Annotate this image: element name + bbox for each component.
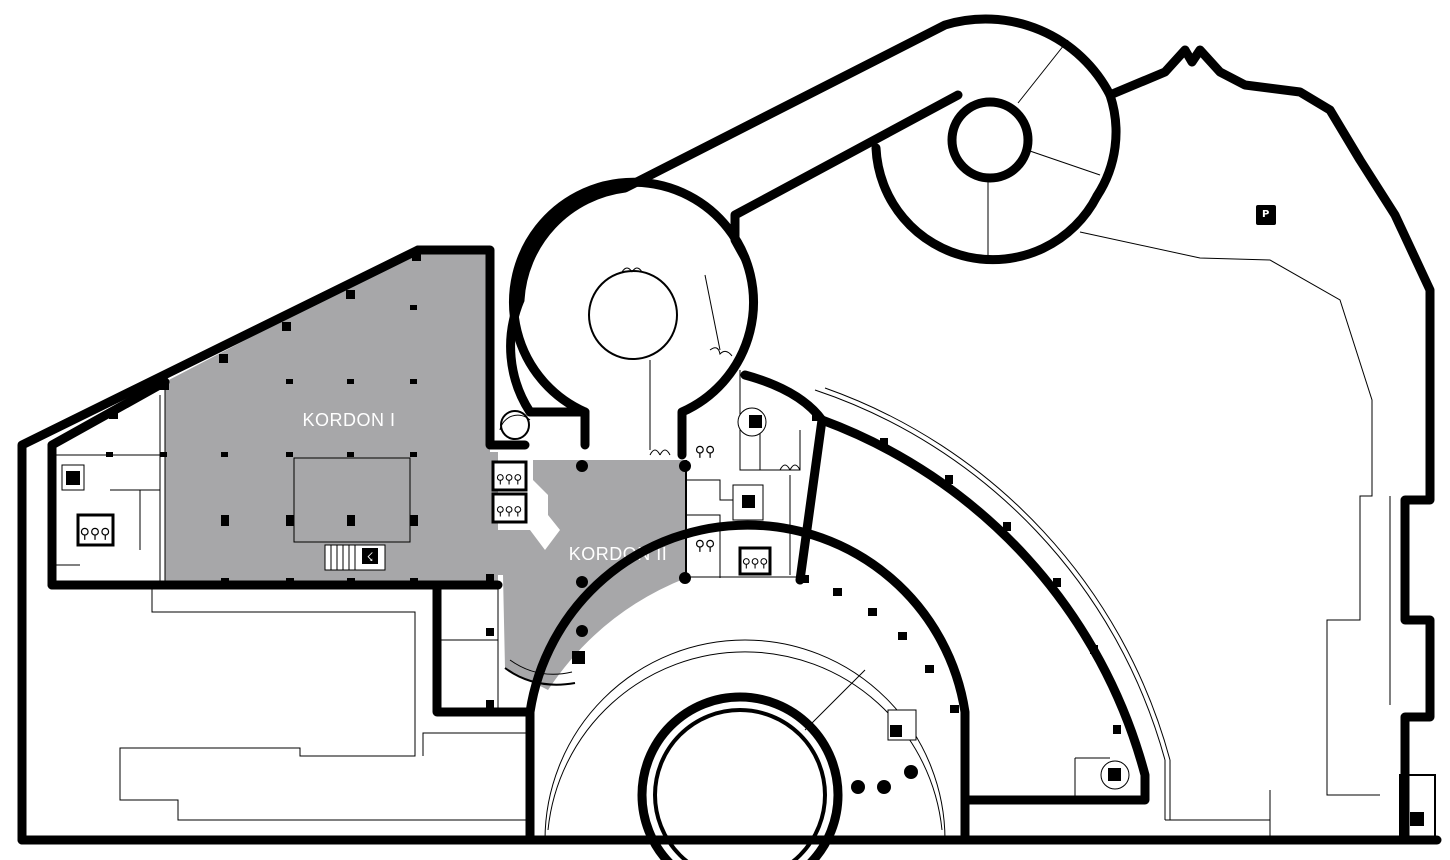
elevator-icon: ⚲⚲⚲ [76, 513, 115, 547]
room-kordon-1[interactable]: ☇ KORDON I [47, 245, 530, 590]
columns [106, 252, 1121, 734]
svg-text:⚲⚲: ⚲⚲ [695, 444, 716, 460]
building-outline [17, 245, 1442, 845]
emergency-exit-icon [1100, 760, 1130, 790]
elevator-icon: ⚲⚲⚲ [491, 460, 528, 492]
restroom-icon: ⚲⚲ [695, 538, 716, 554]
emergency-exit-icon [732, 484, 764, 521]
svg-text:⚲⚲⚲: ⚲⚲⚲ [742, 556, 768, 570]
restroom-icon: ⚲⚲ [695, 444, 716, 460]
emergency-exit-icon [737, 407, 767, 437]
elevator-icon: ⚲⚲⚲ [738, 546, 772, 576]
emergency-exit-icon [890, 725, 902, 737]
elevator-icon: ⚲⚲⚲ [491, 492, 528, 524]
svg-text:P: P [1262, 209, 1269, 220]
emergency-exit-icon [61, 464, 85, 491]
emergency-exit-icon [572, 651, 585, 664]
parking-icon: P [1256, 205, 1276, 225]
curved-hall [814, 387, 1271, 840]
room-label-kordon-1: KORDON I [302, 410, 395, 430]
upper-wing [506, 14, 1436, 845]
emergency-exit-icon: ☇ [362, 548, 378, 564]
svg-text:⚲⚲: ⚲⚲ [695, 538, 716, 554]
svg-text:⚲⚲⚲: ⚲⚲⚲ [496, 504, 522, 518]
svg-text:⚲⚲⚲: ⚲⚲⚲ [496, 472, 522, 486]
round-auditorium [525, 520, 970, 860]
stairs-icon [330, 545, 356, 570]
svg-text:☇: ☇ [367, 550, 374, 564]
door-swings [499, 347, 801, 471]
svg-text:⚲⚲⚲: ⚲⚲⚲ [80, 526, 111, 542]
emergency-exit-icon [1410, 812, 1424, 826]
